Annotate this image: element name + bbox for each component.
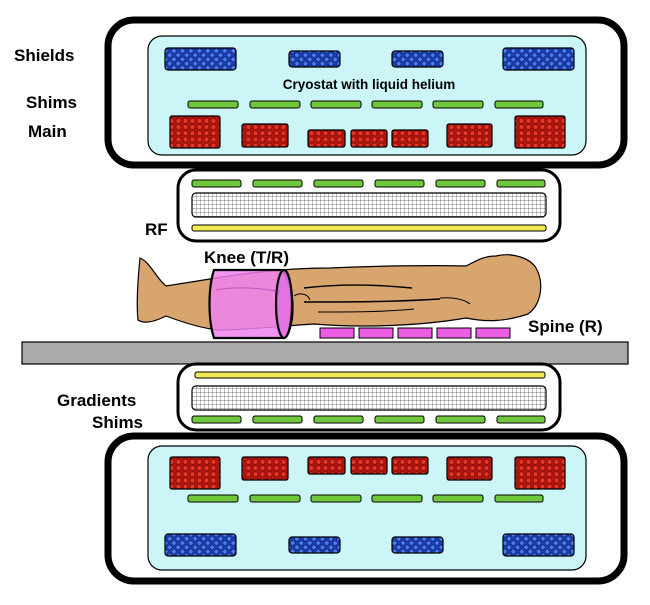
label-spine: Spine (R) [528,317,603,336]
top-main-coils [169,115,566,149]
main-coil [169,115,221,149]
main-coil [391,129,429,148]
label-shims-bottom: Shims [92,413,143,432]
main-coil [350,129,388,148]
patient-body [136,254,542,331]
main-coil [241,123,289,148]
shield-coil [164,47,237,71]
label-cryostat: Cryostat with liquid helium [283,77,456,92]
shim-bar [435,415,486,424]
main-coil [446,123,493,148]
shim-bar [432,100,484,109]
rf-coil-line [191,224,547,232]
rf-coil-housing [176,168,562,243]
shim-bar [374,179,425,188]
spine-coil-element [475,327,511,339]
main-coil [514,115,566,149]
label-main: Main [28,122,67,141]
main-coil [391,456,429,475]
shield-coil [391,50,444,68]
shim-bar [432,494,484,503]
spine-coil-array [319,327,511,339]
shim-bar [313,179,364,188]
shim-bar [374,415,425,424]
patient-table [21,341,629,365]
shim-bar [313,415,364,424]
label-knee: Knee (T/R) [204,248,289,267]
gradient-coil-housing [176,362,562,432]
label-gradients: Gradients [57,391,136,410]
knee-coil [208,268,294,340]
shield-coil [288,50,341,68]
spine-coil-element [436,327,472,339]
bottom-shield-coils [164,533,575,557]
bottom-shim-bars [187,494,544,503]
shim-bar [435,179,486,188]
spine-coil-element [358,327,394,339]
gradient-coil-mesh [191,385,547,411]
main-coil [446,456,493,481]
shield-coil [502,47,575,71]
shim-bar [494,100,544,109]
top-shield-coils [164,47,575,71]
shim-bar [252,415,303,424]
top-shim-bars [187,100,544,109]
main-coil [514,456,566,490]
label-shims-top: Shims [26,93,77,112]
shim-bar [249,494,301,503]
shim-bar [249,100,301,109]
shim-bar [371,100,423,109]
shield-coil [164,533,237,557]
shield-coil [391,536,444,554]
shim-bar [191,415,242,424]
main-coil [169,456,221,490]
shim-bar [310,494,362,503]
shim-bar [494,494,544,503]
shim-bar [496,415,546,424]
rf-coil-line [194,371,546,379]
label-rf: RF [145,220,168,239]
shim-bar [496,179,546,188]
main-coil [307,129,346,148]
shim-bar [187,494,239,503]
main-coil [350,456,388,475]
main-coil [307,456,346,475]
shield-coil [502,533,575,557]
shield-coil [288,536,341,554]
spine-coil-element [319,327,355,339]
shim-bar [371,494,423,503]
shim-bar [191,179,242,188]
shim-bar [187,100,239,109]
bottom-main-coils [169,456,566,490]
main-coil [241,456,289,481]
shim-bar [252,179,303,188]
gradient-coil-mesh [191,192,547,218]
label-shields: Shields [14,46,74,65]
spine-coil-element [397,327,433,339]
shim-bar [310,100,362,109]
